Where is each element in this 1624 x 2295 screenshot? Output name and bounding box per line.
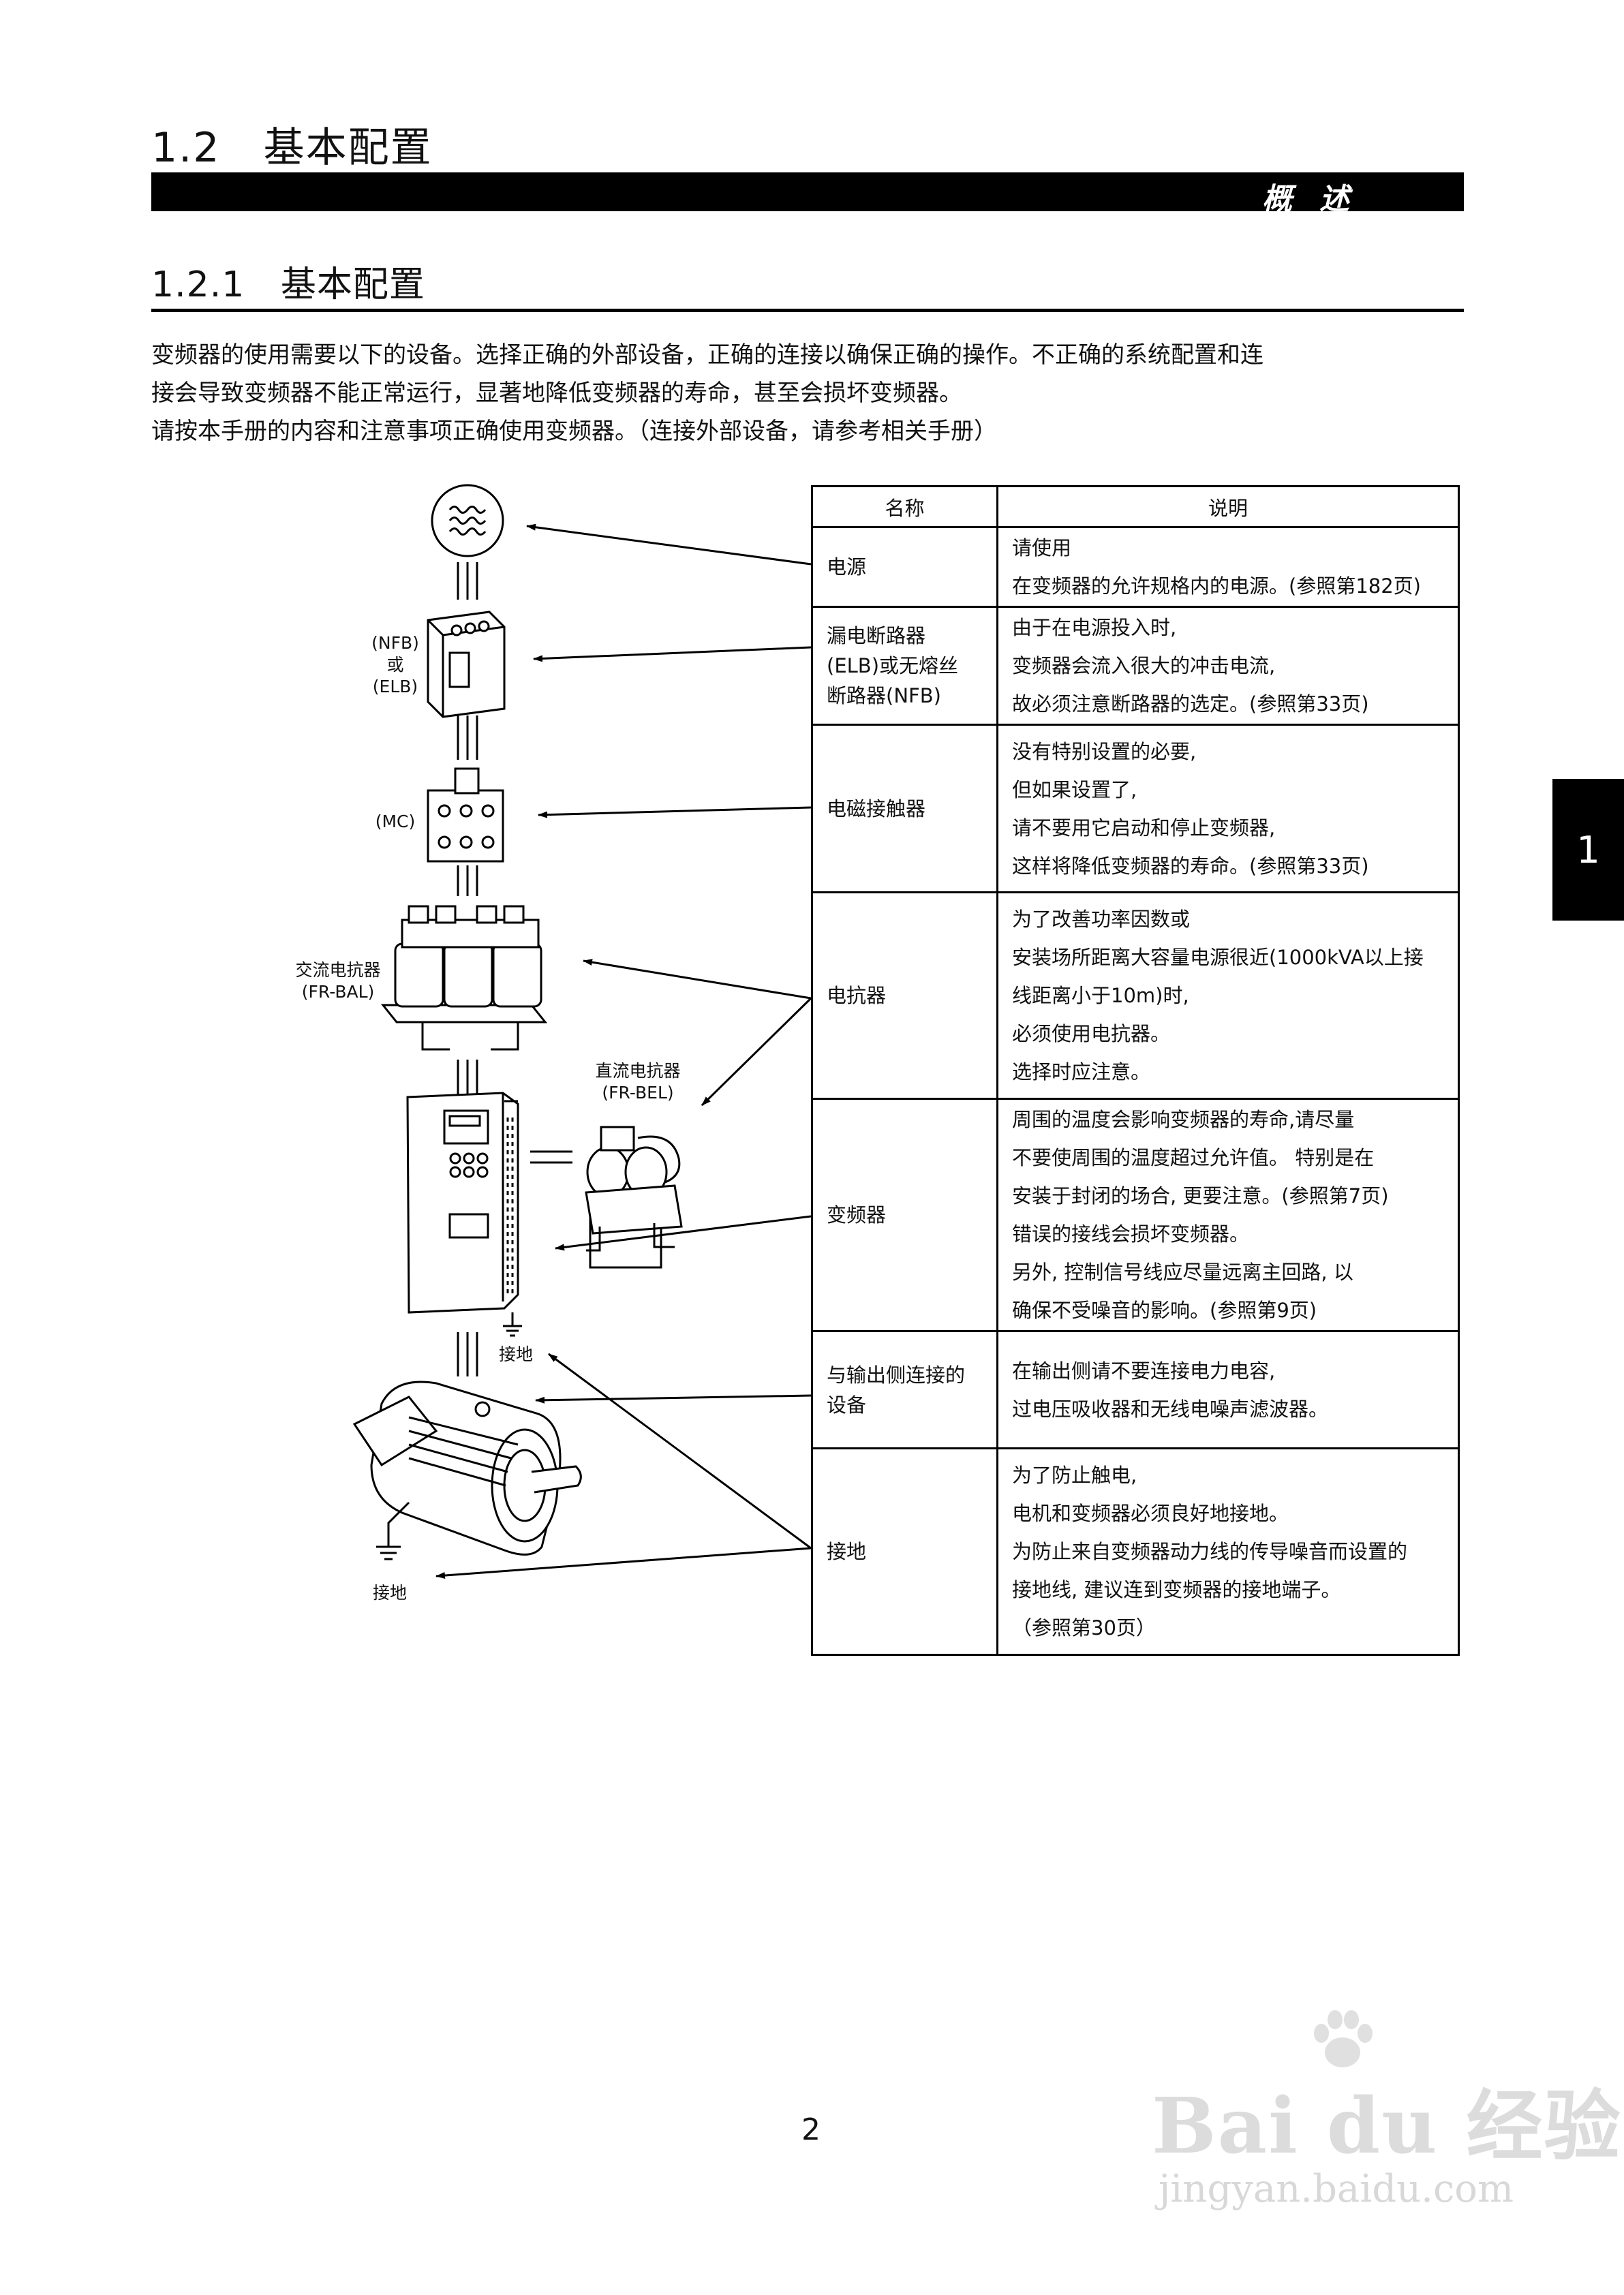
label-mc: (MC) [376, 812, 416, 831]
row-desc: 没有特别设置的必要, 但如果设置了, 请不要用它启动和停止变频器, 这样将降低变… [996, 724, 1460, 893]
page-number: 2 [801, 2112, 821, 2147]
ground-symbol-inverter [503, 1312, 522, 1337]
table-row: 变频器 周围的温度会影响变频器的寿命,请尽量 不要使周围的温度超过允许值。 特别… [811, 1098, 1460, 1332]
intro-line: 变频器的使用需要以下的设备。选择正确的外部设备，正确的连接以确保正确的操作。不正… [151, 341, 1263, 369]
row-name: 电磁接触器 [811, 724, 998, 893]
label-dc-reactor-model: (FR-BEL) [602, 1083, 673, 1103]
row-name: 变频器 [811, 1098, 998, 1332]
intro-line: 接会导致变频器不能正常运行，显著地降低变频器的寿命，甚至会损坏变频器。 [151, 380, 962, 407]
intro-line: 请按本手册的内容和注意事项正确使用变频器。（连接外部设备，请参考相关手册） [151, 418, 997, 445]
table-row: 电抗器 为了改善功率因数或 安装场所距离大容量电源很近(1000kVA以上接 线… [811, 891, 1460, 1100]
section-bar: 概述 [151, 172, 1464, 217]
row-desc: 在输出侧请不要连接电力电容, 过电压吸收器和无线电噪声滤波器。 [996, 1330, 1460, 1449]
subsection-heading: 1.2.1 基本配置 [151, 264, 425, 305]
label-ground-inverter: 接地 [499, 1344, 533, 1364]
label-dc-reactor: 直流电抗器 [595, 1061, 680, 1081]
table-row: 漏电断路器 (ELB)或无熔丝 断路器(NFB) 由于在电源投入时, 变频器会流… [811, 606, 1460, 726]
label-elb: (ELB) [373, 677, 418, 696]
power-source-icon [431, 484, 504, 557]
row-name: 电抗器 [811, 891, 998, 1100]
table-row: 电源 请使用 在变频器的允许规格内的电源。(参照第182页) [811, 526, 1460, 608]
row-desc: 由于在电源投入时, 变频器会流入很大的冲击电流, 故必须注意断路器的选定。(参照… [996, 606, 1460, 726]
breaker-icon [427, 611, 506, 718]
table-row: 电磁接触器 没有特别设置的必要, 但如果设置了, 请不要用它启动和停止变频器, … [811, 724, 1460, 893]
chapter-tab: 1 [1552, 779, 1624, 921]
wiring-lines [457, 562, 572, 1376]
row-desc: 为了防止触电, 电机和变频器必须良好地接地。 为防止来自变频器动力线的传导噪音而… [996, 1447, 1460, 1656]
callout-arrows [435, 523, 812, 1580]
intro-paragraph: 变频器的使用需要以下的设备。选择正确的外部设备，正确的连接以确保正确的操作。不正… [151, 336, 1470, 450]
watermark-paw-icon [1314, 2010, 1373, 2067]
label-nfb: (NFB) [371, 633, 419, 653]
row-desc: 请使用 在变频器的允许规格内的电源。(参照第182页) [996, 526, 1460, 608]
label-ground-motor: 接地 [373, 1583, 407, 1603]
table-header-desc: 说明 [996, 485, 1460, 528]
equipment-table: 名称 说明 电源 请使用 在变频器的允许规格内的电源。(参照第182页) 漏电断… [811, 485, 1460, 1656]
contactor-icon [427, 767, 504, 863]
row-name: 漏电断路器 (ELB)或无熔丝 断路器(NFB) [811, 606, 998, 726]
section-bar-label: 概述 [1262, 182, 1377, 217]
heading-rule [151, 309, 1464, 312]
label-ac-reactor-model: (FR-BAL) [302, 982, 375, 1002]
label-ac-reactor: 交流电抗器 [295, 960, 380, 980]
dc-reactor-icon [585, 1126, 683, 1269]
watermark-brand: Bai du 经验 [1152, 2082, 1622, 2171]
row-name: 与输出侧连接的 设备 [811, 1330, 998, 1449]
row-desc: 周围的温度会影响变频器的寿命,请尽量 不要使周围的温度超过允许值。 特别是在 安… [996, 1098, 1460, 1332]
row-desc: 为了改善功率因数或 安装场所距离大容量电源很近(1000kVA以上接 线距离小于… [996, 891, 1460, 1100]
table-row: 与输出侧连接的 设备 在输出侧请不要连接电力电容, 过电压吸收器和无线电噪声滤波… [811, 1330, 1460, 1449]
watermark-url: jingyan.baidu.com [1159, 2167, 1514, 2211]
row-name: 电源 [811, 526, 998, 608]
section-heading: 1.2 基本配置 [151, 124, 433, 172]
label-or: 或 [386, 655, 403, 675]
motor-icon [352, 1381, 582, 1556]
table-row: 接地 为了防止触电, 电机和变频器必须良好地接地。 为防止来自变频器动力线的传导… [811, 1447, 1460, 1656]
ac-reactor-icon [380, 905, 548, 1051]
ground-symbol-motor [376, 1501, 410, 1560]
table-header-name: 名称 [811, 485, 998, 528]
row-name: 接地 [811, 1447, 998, 1656]
table-header-row: 名称 说明 [811, 485, 1460, 528]
inverter-icon [406, 1092, 519, 1314]
